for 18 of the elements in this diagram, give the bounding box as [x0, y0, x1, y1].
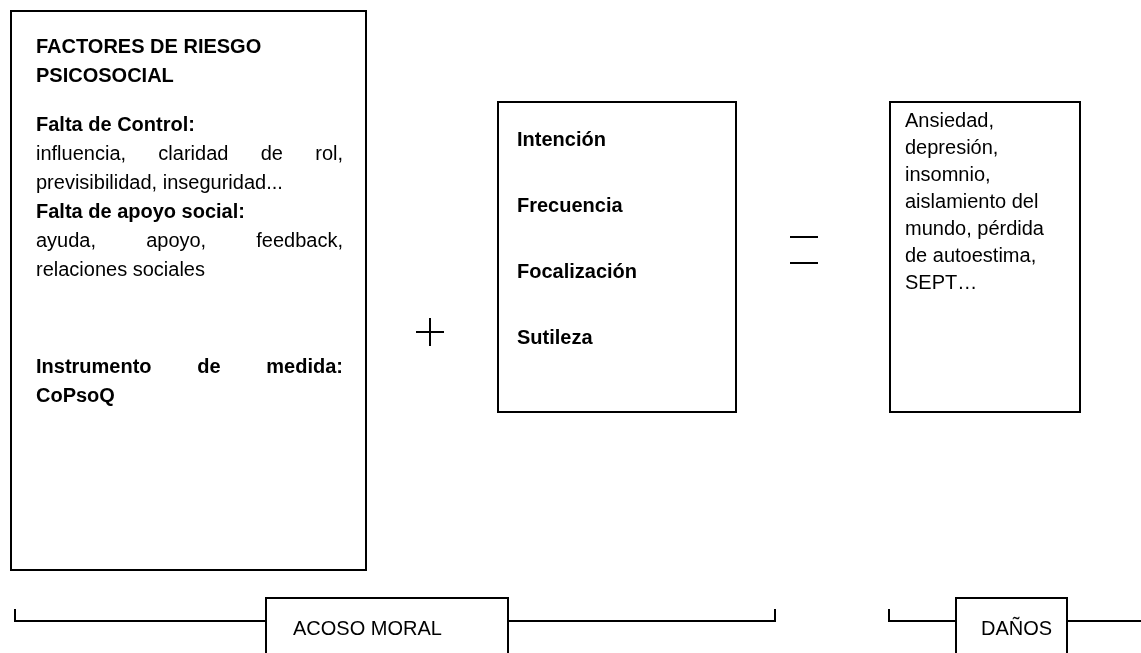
- bold-text: Frecuencia: [517, 193, 624, 218]
- bold-text: Focalización: [517, 259, 639, 284]
- text-box: [10, 10, 367, 571]
- bold-text: Falta de apoyo social:: [36, 199, 246, 224]
- bold-text: Sutileza: [517, 325, 594, 350]
- label-box: [955, 597, 1068, 653]
- body-text: ACOSO MORAL: [293, 616, 443, 641]
- body-text: Ansiedad, depresión, insomnio, aislamiento del mundo, pérdida de autoestima, SEPT…: [905, 108, 1045, 295]
- bold-text: Falta de Control:: [36, 112, 196, 137]
- heading: FACTORES DE RIESGO PSICOSOCIAL: [36, 34, 263, 88]
- body-text: DAÑOS: [981, 616, 1054, 641]
- body-text: influencia, claridad de rol, previsibilidad, inseguridad...: [36, 141, 343, 195]
- body-text: ayuda, apoyo, feedback, relaciones sociales: [36, 228, 343, 282]
- label-box: [265, 597, 509, 653]
- text-box: [889, 101, 1081, 413]
- bold-text: Instrumento de medida: CoPsoQ: [36, 354, 343, 408]
- text-box: [497, 101, 737, 413]
- bold-text: Intención: [517, 127, 607, 152]
